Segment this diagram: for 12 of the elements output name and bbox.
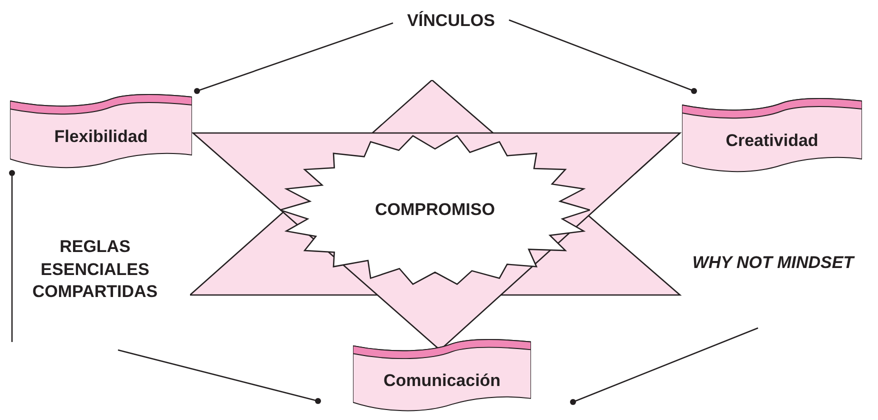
- leader-line: [118, 349, 321, 404]
- leader-line: [570, 327, 758, 405]
- node-label: VÍNCULOS: [407, 10, 495, 32]
- banner-label: Comunicación: [383, 370, 501, 392]
- banner-label: Creatividad: [726, 130, 818, 152]
- leader-line: [194, 22, 394, 94]
- node-label: REGLAS ESENCIALES COMPARTIDAS: [31, 236, 159, 304]
- banner-label: Flexibilidad: [54, 126, 148, 148]
- node-label: WHY NOT MINDSET: [692, 252, 854, 274]
- leader-line: [508, 19, 697, 94]
- leader-line: [9, 170, 15, 342]
- node-label: COMPROMISO: [375, 198, 495, 221]
